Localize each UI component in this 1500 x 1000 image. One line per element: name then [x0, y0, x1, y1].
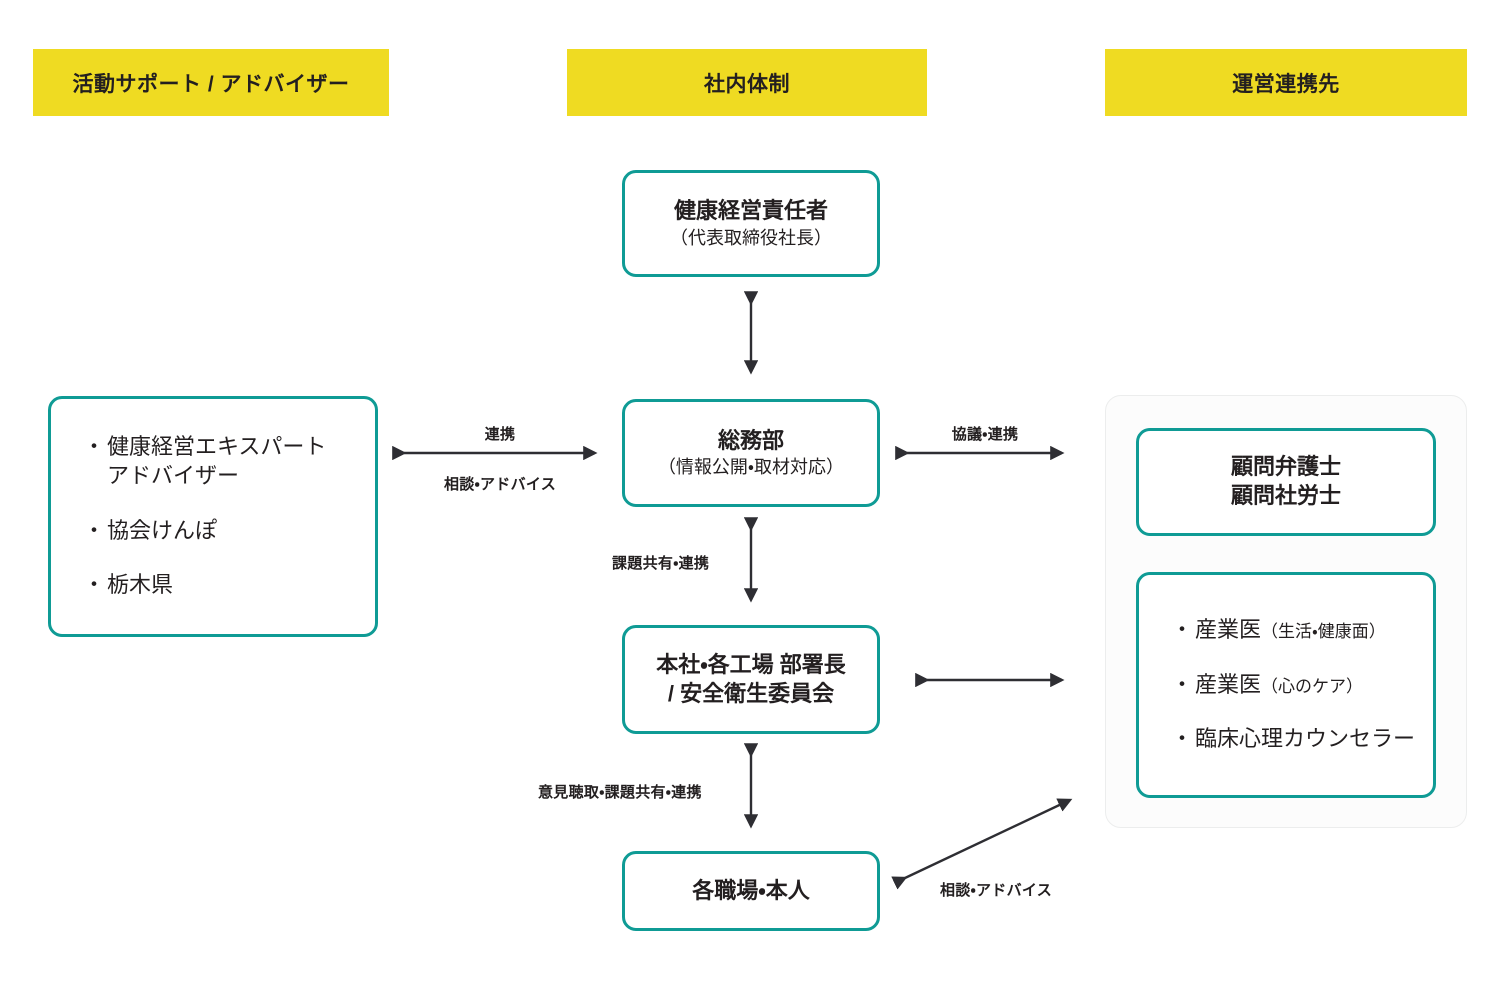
box-advisors: 健康経営エキスパート アドバイザー 協会けんぽ 栃木県: [48, 396, 378, 637]
box-legal-line2: 顧問社労士: [1230, 483, 1341, 508]
box-genba-line1: 各職場・本人: [692, 877, 810, 903]
box-soumu-line2: （情報公開・取材対応）: [657, 457, 845, 478]
box-ceo-line1: 健康経営責任者: [673, 198, 828, 224]
box-busho-line1: 本社・各工場 部署長: [656, 651, 846, 677]
arrow-label-opinion-gathering: 意見聴取・課題共有・連携: [538, 784, 702, 801]
box-health-management-officer: 健康経営責任者 （代表取締役社長）: [622, 170, 880, 277]
column-header-internal: 社内体制: [567, 49, 927, 116]
arrow-label-discussion-cooperation: 協議・連携: [951, 426, 1019, 443]
box-ceo-line2: （代表取締役社長）: [670, 227, 832, 248]
list-item: 産業医（心のケア）: [1171, 671, 1364, 700]
column-header-partners: 運営連携先: [1105, 49, 1467, 116]
arrow-label-consult-advice-left: 相談・アドバイス: [443, 476, 557, 493]
list-item-sub: （心のケア）: [1261, 676, 1364, 696]
box-department-heads: 本社・各工場 部署長 / 安全衛生委員会: [622, 625, 880, 734]
list-item: 臨床心理カウンセラー: [1171, 725, 1416, 754]
box-legal-advisors: 顧問弁護士 顧問社労士: [1136, 428, 1436, 536]
arrow-label-consult-advice-right: 相談・アドバイス: [940, 882, 1053, 899]
list-item: 栃木県: [83, 571, 173, 600]
arrow-label-issue-sharing: 課題共有・連携: [612, 555, 710, 572]
box-busho-line2: / 安全衛生委員会: [667, 680, 835, 706]
list-item-main: 産業医: [1195, 671, 1262, 697]
list-item: 健康経営エキスパート アドバイザー: [83, 433, 326, 490]
list-item: 産業医（生活・健康面）: [1171, 616, 1386, 645]
box-general-affairs: 総務部 （情報公開・取材対応）: [622, 399, 880, 507]
box-soumu-line1: 総務部: [717, 427, 784, 453]
box-medical-staff: 産業医（生活・健康面） 産業医（心のケア） 臨床心理カウンセラー: [1136, 572, 1436, 798]
list-item: 協会けんぽ: [83, 517, 217, 546]
arrow-label-renkei: 連携: [484, 426, 516, 443]
box-legal-line1: 顧問弁護士: [1230, 454, 1341, 480]
arrow-workplaces-to-medical-staff: [891, 798, 1073, 890]
list-item-main: 産業医: [1195, 617, 1262, 643]
list-item-main: 臨床心理カウンセラー: [1195, 726, 1416, 752]
box-workplaces-individuals: 各職場・本人: [622, 851, 880, 931]
list-item-sub: （生活・健康面）: [1261, 622, 1386, 642]
column-header-support: 活動サポート / アドバイザー: [33, 49, 389, 116]
